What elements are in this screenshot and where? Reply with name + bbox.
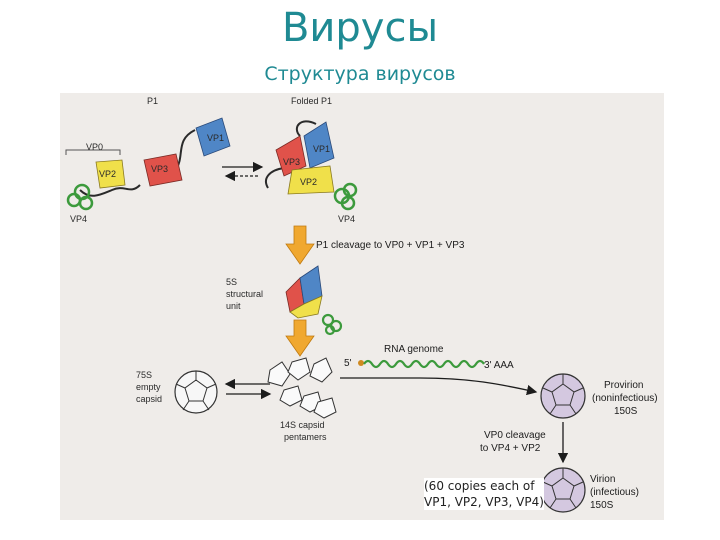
label-empty-1: 75S xyxy=(136,370,152,380)
label-rna-3: 3' AAA xyxy=(484,360,514,371)
vp0-bracket xyxy=(65,149,121,155)
label-virion-1: Virion xyxy=(590,474,615,485)
label-empty-3: capsid xyxy=(136,394,162,404)
label-5s-1: 5S xyxy=(226,277,237,287)
label-vp1-2: VP1 xyxy=(313,144,330,154)
label-cleavage-2a: VP0 cleavage xyxy=(484,430,546,441)
cleavage-arrow-1 xyxy=(285,225,315,265)
label-provirion-2: (noninfectious) xyxy=(592,393,658,404)
pentamers xyxy=(267,357,337,419)
vpg-dot xyxy=(358,360,364,366)
vp1-block-1 xyxy=(195,117,231,157)
label-provirion-3: 150S xyxy=(614,406,638,417)
vp2-block-1 xyxy=(95,159,126,189)
label-virion-3: 150S xyxy=(590,500,614,511)
label-empty-2: empty xyxy=(136,382,161,392)
label-virion-2: (infectious) xyxy=(590,487,639,498)
vp1-block-2 xyxy=(303,121,335,169)
label-vp0: VP0 xyxy=(86,142,103,152)
copies-note: (60 copies each of VP1, VP2, VP3, VP4) xyxy=(424,478,544,510)
label-pent-1: 14S capsid xyxy=(280,420,325,430)
provirion-capsid xyxy=(540,373,586,419)
label-folded-p1: Folded P1 xyxy=(291,96,332,106)
page-subtitle: Структура вирусов xyxy=(264,63,456,85)
rna-genome-wave xyxy=(363,359,485,369)
label-provirion-1: Provirion xyxy=(604,380,643,391)
label-rna-5: 5' xyxy=(344,358,352,369)
vp4-coil-2 xyxy=(333,182,358,211)
folded-strand xyxy=(265,120,317,189)
label-pent-2: pentamers xyxy=(284,432,327,442)
label-cleavage-1: P1 cleavage to VP0 + VP1 + VP3 xyxy=(316,240,465,251)
packaging-arrow xyxy=(340,377,538,396)
label-vp2-2: VP2 xyxy=(300,177,317,187)
page-title: Вирусы xyxy=(281,5,439,51)
assembly-arrow-2 xyxy=(285,319,315,357)
label-5s-2: structural xyxy=(226,289,263,299)
label-rna-title: RNA genome xyxy=(384,344,444,355)
virion-capsid xyxy=(540,467,586,513)
empty-capsid xyxy=(174,370,218,414)
vp3-block-2 xyxy=(275,135,307,177)
structural-unit-5s xyxy=(285,265,343,336)
vp4-coil-1 xyxy=(66,183,94,211)
label-p1: P1 xyxy=(147,96,158,106)
label-vp4-1: VP4 xyxy=(70,214,87,224)
label-vp2-1: VP2 xyxy=(99,169,116,179)
label-vp3-1: VP3 xyxy=(151,164,168,174)
label-vp3-2: VP3 xyxy=(283,157,300,167)
vp2-block-2 xyxy=(287,165,335,195)
vp3-block-1 xyxy=(143,153,183,187)
label-vp4-2: VP4 xyxy=(338,214,355,224)
label-5s-3: unit xyxy=(226,301,241,311)
p1-strand-2 xyxy=(175,129,196,171)
label-vp1-1: VP1 xyxy=(207,133,224,143)
label-cleavage-2b: to VP4 + VP2 xyxy=(480,443,541,454)
